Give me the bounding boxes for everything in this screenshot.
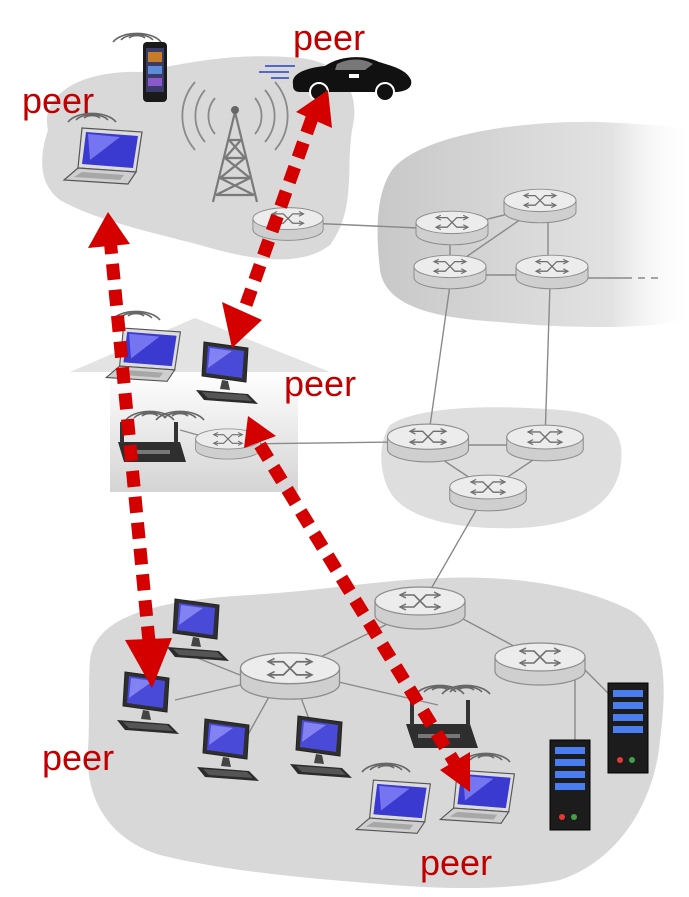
arrowhead-top-left-up [88, 212, 130, 248]
router-icon-isp3 [413, 254, 487, 290]
router-icon-mid1 [386, 423, 470, 463]
peer-label-top-left: peer [22, 80, 94, 121]
server-icon-2 [607, 682, 649, 774]
router-icon-mid2 [506, 424, 584, 462]
router-icon-isp2 [503, 188, 577, 224]
server-icon-1 [549, 739, 591, 831]
peer-label-top-center: peer [293, 17, 365, 58]
router-icon-ent1 [374, 586, 466, 630]
arrowhead-car-up [296, 90, 332, 128]
home-network-region [70, 318, 330, 492]
router-icon-isp1 [415, 210, 489, 246]
router-icon-isp4 [515, 254, 589, 290]
peer-label-middle: peer [284, 363, 356, 404]
router-icon-mobile [252, 206, 324, 242]
p2p-arrow-home-router-to-bottom-laptop [254, 441, 464, 772]
peer-label-bottom-left: peer [42, 737, 114, 778]
router-icon-mid3 [449, 474, 527, 512]
p2p-arrows [88, 90, 470, 792]
p2p-arrow-car-to-home-peer [233, 115, 319, 325]
peer-label-bottom-right: peer [420, 842, 492, 883]
car-icon [259, 57, 412, 102]
p2p-arrow-laptop-to-bottom-peer [103, 237, 157, 653]
router-icon-ent2 [239, 652, 341, 700]
arrowhead-bottom-left-down [125, 638, 172, 688]
arrowhead-home-down [222, 302, 262, 348]
smartphone-icon [112, 32, 167, 102]
router-icon-ent3 [494, 642, 586, 686]
arrowhead-home-router-up [244, 416, 276, 448]
arrowhead-bottom-laptop-down [440, 752, 470, 792]
